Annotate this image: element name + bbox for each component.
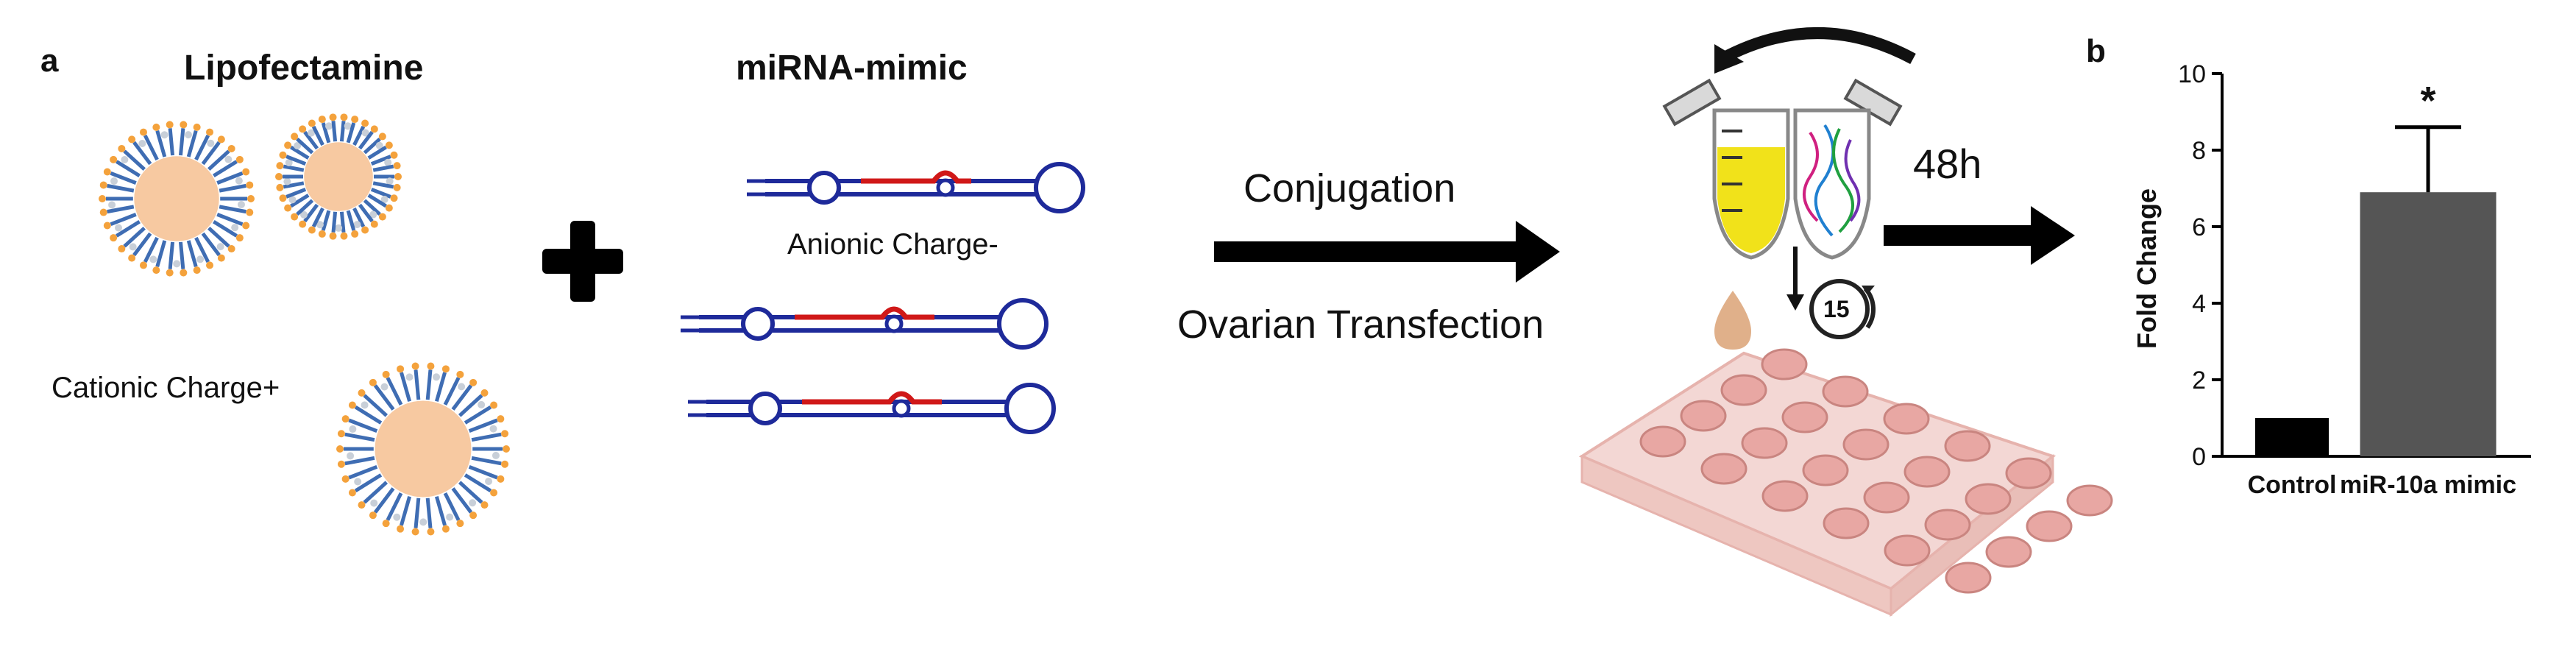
lipofectamine-title: Lipofectamine <box>184 49 424 88</box>
well <box>1639 425 1686 458</box>
y-tick-label: 8 <box>2192 137 2206 165</box>
well-plate-wells <box>1639 348 2113 594</box>
well <box>2066 484 2113 517</box>
well <box>1761 348 1808 380</box>
well <box>1945 562 1992 594</box>
liposome <box>99 121 255 277</box>
incubation-time-label: 48h <box>1913 141 1982 187</box>
well <box>1720 374 1767 406</box>
well <box>1700 453 1748 485</box>
cationic-charge-label: Cationic Charge+ <box>52 372 280 404</box>
mirna-mimic-title: miRNA-mimic <box>736 49 968 88</box>
y-axis-label: Fold Change <box>2132 188 2162 349</box>
timer-value: 15 <box>1823 296 1850 322</box>
incubation-arrow <box>1884 206 2075 265</box>
well <box>1924 509 1971 541</box>
well <box>1884 534 1931 567</box>
mirna-hairpin <box>681 298 1049 350</box>
well <box>1823 507 1870 539</box>
well <box>1965 483 2012 515</box>
well <box>1822 375 1869 408</box>
well <box>1680 400 1727 432</box>
conjugation-arrow <box>1214 221 1560 283</box>
timer-icon <box>1809 279 1876 339</box>
bar-mir-10a-mimic <box>2360 192 2497 456</box>
y-tick-label: 6 <box>2192 213 2206 241</box>
conjugation-label: Conjugation <box>1243 166 1456 210</box>
well <box>1802 454 1849 486</box>
ovarian-transfection-label: Ovarian Transfection <box>1177 302 1544 347</box>
tube-right <box>1793 78 1903 260</box>
well <box>1761 480 1809 512</box>
panel-letter-a: a <box>40 43 59 79</box>
plus-icon <box>542 221 623 302</box>
liposome <box>275 113 402 240</box>
well <box>1741 427 1788 459</box>
significance-asterisk: * <box>2420 79 2435 123</box>
liposome <box>336 362 510 536</box>
well <box>1781 401 1828 433</box>
panel-letter-b: b <box>2086 33 2106 69</box>
y-tick-label: 0 <box>2192 443 2206 471</box>
bar-control <box>2255 418 2329 456</box>
well <box>2005 457 2052 489</box>
well <box>2026 510 2073 542</box>
anionic-charge-label: Anionic Charge- <box>787 228 998 261</box>
well <box>1883 403 1930 435</box>
x-tick-label: miR-10a mimic <box>2340 471 2516 499</box>
tube-left <box>1662 78 1790 260</box>
y-tick-label: 4 <box>2192 290 2206 318</box>
well <box>1944 430 1991 462</box>
x-tick-label: Control <box>2248 471 2337 499</box>
tube-transfer-icon <box>1662 27 1916 350</box>
y-tick-label: 10 <box>2178 60 2206 88</box>
mirna-mimic-group <box>681 162 1085 434</box>
y-tick-label: 2 <box>2192 367 2206 394</box>
well <box>1863 481 1910 514</box>
well-plate <box>1578 348 2113 617</box>
well <box>1903 456 1951 488</box>
mirna-hairpin <box>747 162 1085 213</box>
liposome-group <box>99 113 510 536</box>
well <box>1985 536 2032 568</box>
mirna-hairpin <box>688 383 1056 434</box>
well <box>1842 428 1890 461</box>
